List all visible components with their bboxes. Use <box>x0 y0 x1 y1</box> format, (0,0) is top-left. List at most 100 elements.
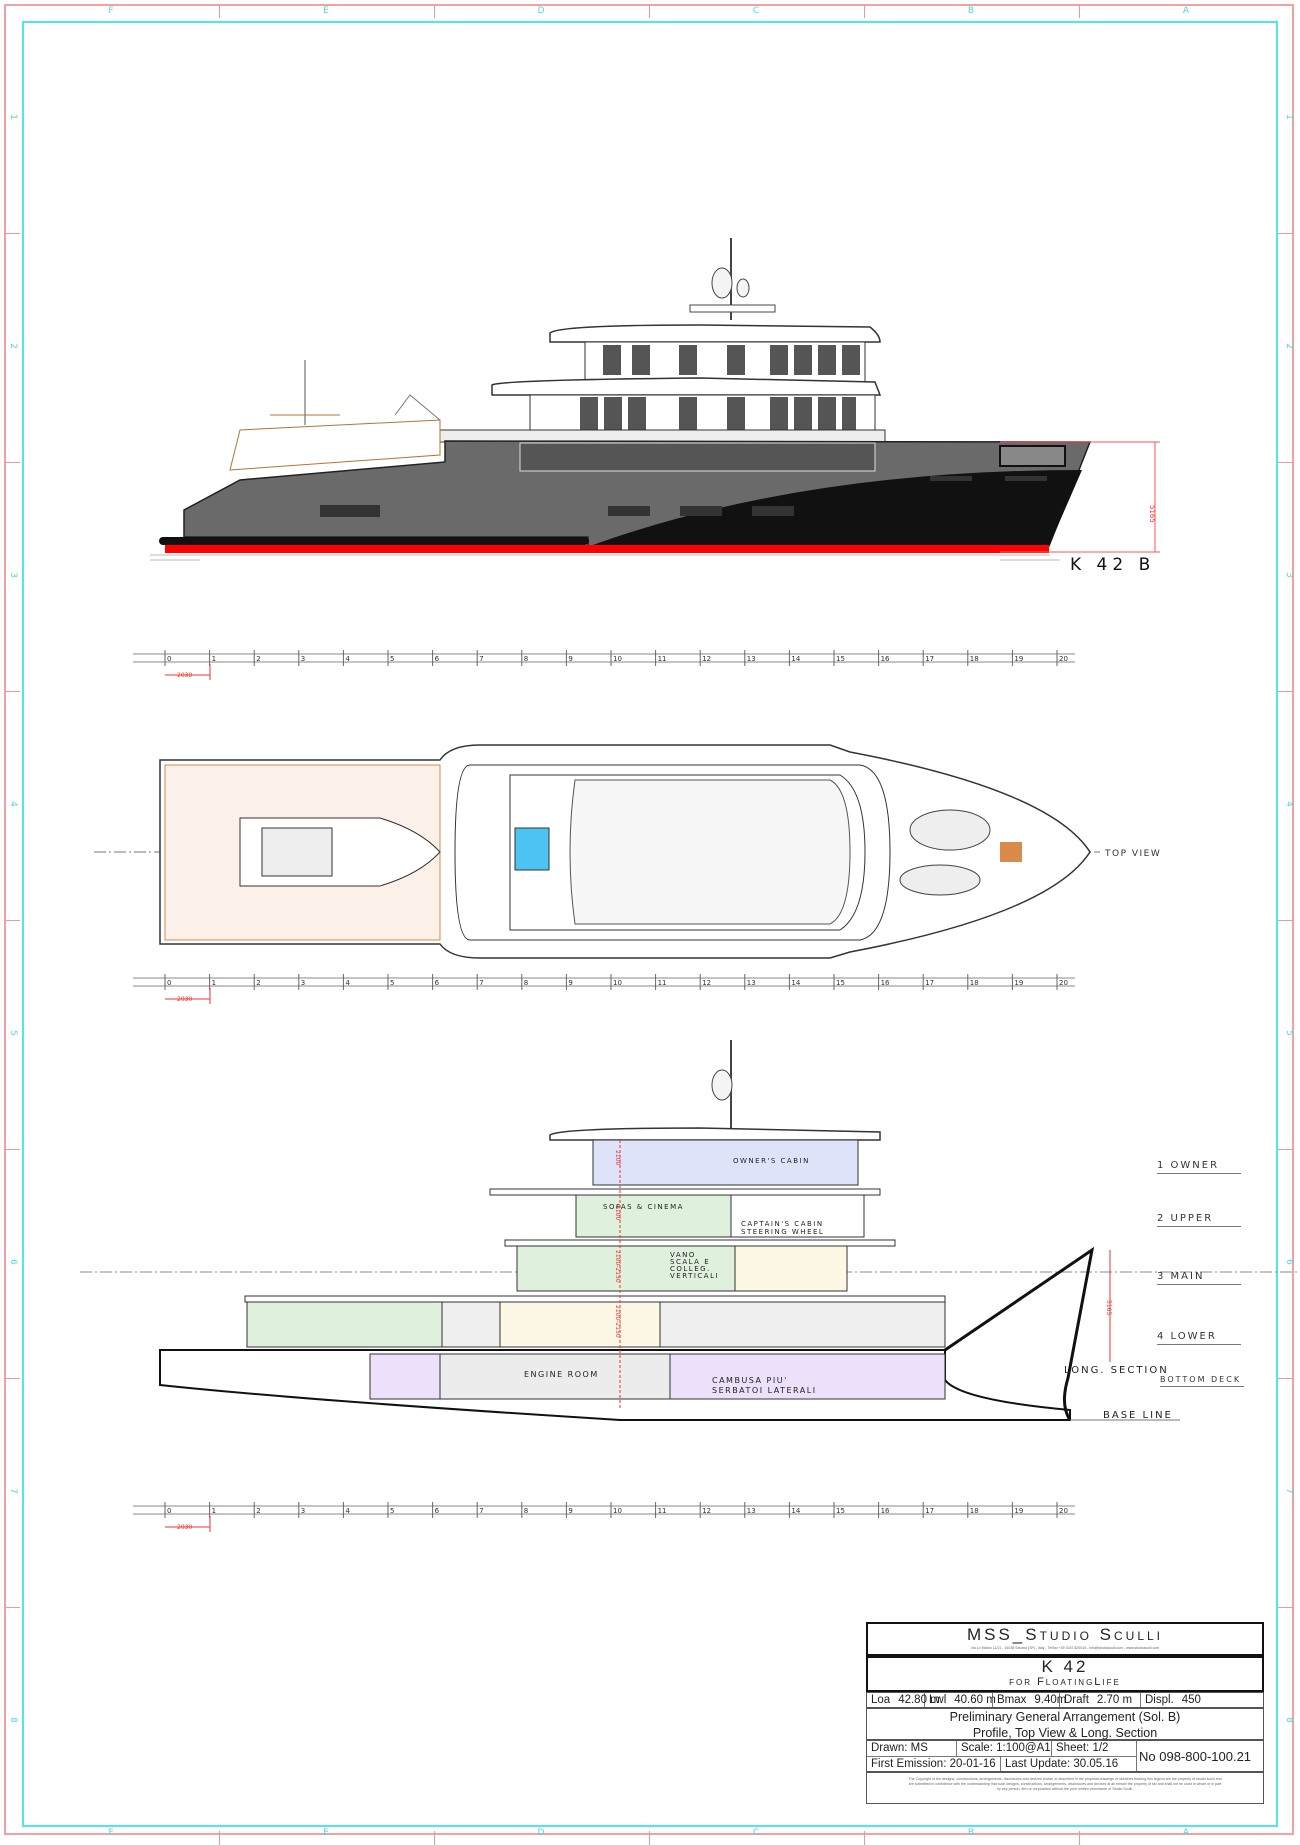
ruler-tick-label: 7 <box>479 979 483 987</box>
spec-value: 9.40m <box>1034 1694 1067 1706</box>
spec-key: Bmax <box>997 1694 1027 1706</box>
drawing-title-line1: Preliminary General Arrangement (Sol. B) <box>949 1710 1181 1724</box>
spec-key: Loa <box>871 1694 891 1706</box>
studio-name: MSS_Studio Sculli <box>966 1625 1164 1644</box>
room-label-captains-cabin: CAPTAIN'S CABIN <box>741 1220 824 1228</box>
ruler-tick-label: 1 <box>212 1507 216 1515</box>
studio-header: MSS_Studio Sculli Via Lo Molino 11/21 - … <box>866 1622 1264 1656</box>
ruler-tick-label: 19 <box>1014 979 1023 987</box>
ruler-tick-label: 17 <box>925 1507 934 1515</box>
border-column-label: A <box>1182 6 1190 16</box>
ruler-tick-label: 4 <box>345 1507 350 1515</box>
height-dim: 2100-2150 <box>614 1250 621 1283</box>
ruler-tick-label: 10 <box>613 655 622 663</box>
border-tick <box>1278 1378 1294 1379</box>
border-column-label: D <box>537 1828 545 1838</box>
title-block: MSS_Studio Sculli Via Lo Molino 11/21 - … <box>866 1622 1264 1804</box>
vano-line: SCALA E <box>670 1258 711 1266</box>
ruler-tick-label: 4 <box>345 979 350 987</box>
spec-value: 2.70 m <box>1096 1694 1133 1706</box>
ruler-tick-label: 18 <box>970 655 979 663</box>
height-dim: 2100 <box>614 1205 621 1221</box>
client-name: for FloatingLife <box>1009 1676 1121 1688</box>
ruler-tick-label: 12 <box>702 655 711 663</box>
room-label-engine-room: ENGINE ROOM <box>524 1370 599 1379</box>
ruler-tick-label: 6 <box>435 979 440 987</box>
deck-label-main: 3 MAIN <box>1157 1271 1241 1285</box>
height-dim: 2100 <box>614 1150 621 1166</box>
border-tick <box>1278 233 1294 234</box>
border-tick <box>864 4 865 18</box>
spec-loa: Loa 42.80 m <box>867 1693 940 1707</box>
top-view-label: TOP VIEW <box>1104 849 1161 859</box>
deck-label-lower: 4 LOWER <box>1157 1331 1241 1345</box>
spacing-dimension-label: 2030 <box>177 996 192 1003</box>
deck-label-bottom: BOTTOM DECK <box>1160 1375 1244 1387</box>
ruler-tick-label: 13 <box>747 655 756 663</box>
room-label-steering-wheel: STEERING WHEEL <box>741 1228 825 1236</box>
ruler-tick-label: 1 <box>212 655 216 663</box>
spec-bmax: Bmax 9.40m <box>993 1693 1066 1707</box>
room-label-cambusa: CAMBUSA PIU' <box>712 1376 788 1385</box>
border-column-label: A <box>1182 1828 1190 1838</box>
ruler-tick-label: 20 <box>1059 1507 1068 1515</box>
ruler-tick-label: 19 <box>1014 655 1023 663</box>
border-tick <box>864 1831 865 1845</box>
border-column-label: F <box>108 1828 114 1838</box>
border-tick <box>1278 1607 1294 1608</box>
spec-value: 42.80 m <box>898 1694 940 1706</box>
ruler-tick-label: 2 <box>256 1507 260 1515</box>
border-column-label: B <box>967 1828 975 1838</box>
border-column-label: C <box>752 6 760 16</box>
ruler-tick-label: 11 <box>658 655 667 663</box>
border-column-label: B <box>967 6 975 16</box>
ruler-tick-label: 16 <box>881 979 890 987</box>
ruler-tick-label: 4 <box>345 655 350 663</box>
room-label-serbatoi: SERBATOI LATERALI <box>712 1386 817 1395</box>
ruler-tick-label: 8 <box>524 1507 528 1515</box>
last-update: Last Update: 30.05.16 <box>1001 1757 1137 1771</box>
ruler-tick-label: 9 <box>568 979 572 987</box>
border-tick <box>1079 1831 1080 1845</box>
ruler-tick-label: 10 <box>613 1507 622 1515</box>
ruler-tick-label: 11 <box>658 1507 667 1515</box>
height-dim: 2100-2150 <box>614 1305 621 1338</box>
border-tick <box>434 1831 435 1845</box>
first-emission: First Emission: 20-01-16 <box>867 1757 1001 1771</box>
ruler-tick-label: 13 <box>747 979 756 987</box>
border-tick <box>219 4 220 18</box>
ruler-tick-label: 5 <box>390 979 394 987</box>
ruler-tick-label: 20 <box>1059 979 1068 987</box>
border-tick <box>4 1378 20 1379</box>
ruler-tick-label: 12 <box>702 1507 711 1515</box>
profile-view: 5165 K 42 B <box>150 238 1160 575</box>
vano-line: VERTICALI <box>670 1272 720 1280</box>
info-rows: Drawn: MS Scale: 1:100@A1 Sheet: 1/2 Fir… <box>866 1740 1264 1772</box>
ruler-tick-label: 10 <box>613 979 622 987</box>
ruler-tick-label: 16 <box>881 1507 890 1515</box>
border-tick <box>1079 4 1080 18</box>
ruler-tick-label: 7 <box>479 655 483 663</box>
spec-key: Lwl <box>929 1694 947 1706</box>
ruler-tick-label: 17 <box>925 655 934 663</box>
border-tick <box>649 4 650 18</box>
spec-key: Draft <box>1064 1694 1089 1706</box>
ruler-tick-label: 14 <box>791 1507 800 1515</box>
room-label-owners-cabin: OWNER'S CABIN <box>733 1157 810 1165</box>
ruler-tick-label: 15 <box>836 655 845 663</box>
project-name: K 42 <box>1041 1657 1089 1676</box>
ruler-tick-label: 2 <box>256 655 260 663</box>
ruler-tick-label: 15 <box>836 979 845 987</box>
drawing-number: No 098-800-100.21 <box>1139 1749 1252 1764</box>
border-tick <box>434 4 435 18</box>
base-line-label: BASE LINE <box>1103 1410 1173 1421</box>
border-column-label: E <box>323 1828 329 1838</box>
ruler-tick-label: 19 <box>1014 1507 1023 1515</box>
ruler-tick-label: 12 <box>702 979 711 987</box>
ruler-tick-label: 1 <box>212 979 216 987</box>
copyright-notice: The Copyright of the designs, constructi… <box>866 1772 1264 1804</box>
ruler-tick-label: 8 <box>524 655 528 663</box>
